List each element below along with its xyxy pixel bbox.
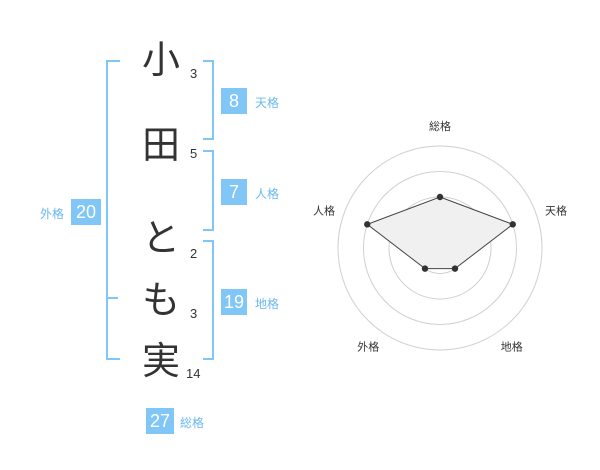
gaikaku-bracket-tick — [106, 297, 118, 299]
name-char-5: 実 — [141, 339, 180, 383]
gaikaku-label: 外格 — [40, 207, 65, 221]
stroke-count-5: 14 — [186, 366, 201, 381]
soukaku-value: 27 — [146, 408, 174, 434]
stroke-count-1: 3 — [190, 66, 198, 81]
radar-axis-label-1: 総格 — [429, 119, 451, 133]
radar-point-3 — [451, 265, 459, 272]
radar-ring-3 — [363, 171, 517, 325]
tenkaku-label: 天格 — [255, 96, 280, 110]
jinkaku-bracket — [203, 150, 214, 231]
tenkaku-value: 8 — [221, 88, 247, 114]
name-char-4: も — [141, 278, 180, 322]
soukaku-label: 総格 — [180, 416, 205, 430]
radar-point-1 — [436, 193, 444, 201]
tenkaku-bracket — [203, 60, 214, 140]
stroke-count-2: 5 — [190, 146, 198, 161]
radar-area — [366, 196, 514, 270]
radar-axis-label-5: 人格 — [313, 203, 335, 217]
name-char-3: と — [141, 216, 180, 260]
radar-axis-label-4: 外格 — [357, 340, 379, 354]
jinkaku-label: 人格 — [255, 187, 280, 201]
radar-points — [364, 193, 516, 272]
jinkaku-value: 7 — [221, 179, 247, 205]
radar-point-4 — [421, 265, 429, 272]
chikaku-value: 19 — [221, 289, 247, 315]
radar-point-5 — [364, 221, 371, 228]
name-char-1: 小 — [141, 38, 180, 82]
gaikaku-value: 20 — [71, 199, 101, 225]
radar-axis-label-3: 地格 — [501, 340, 523, 354]
stroke-count-4: 3 — [190, 306, 198, 321]
radar-axis-label-2: 天格 — [545, 203, 567, 217]
chikaku-bracket — [203, 240, 214, 360]
radar-point-2 — [509, 221, 516, 228]
stroke-count-3: 2 — [190, 246, 198, 261]
gaikaku-bracket — [106, 60, 120, 360]
name-char-2: 田 — [141, 123, 180, 167]
chikaku-label: 地格 — [255, 297, 280, 311]
radar-ring-4 — [337, 145, 543, 351]
